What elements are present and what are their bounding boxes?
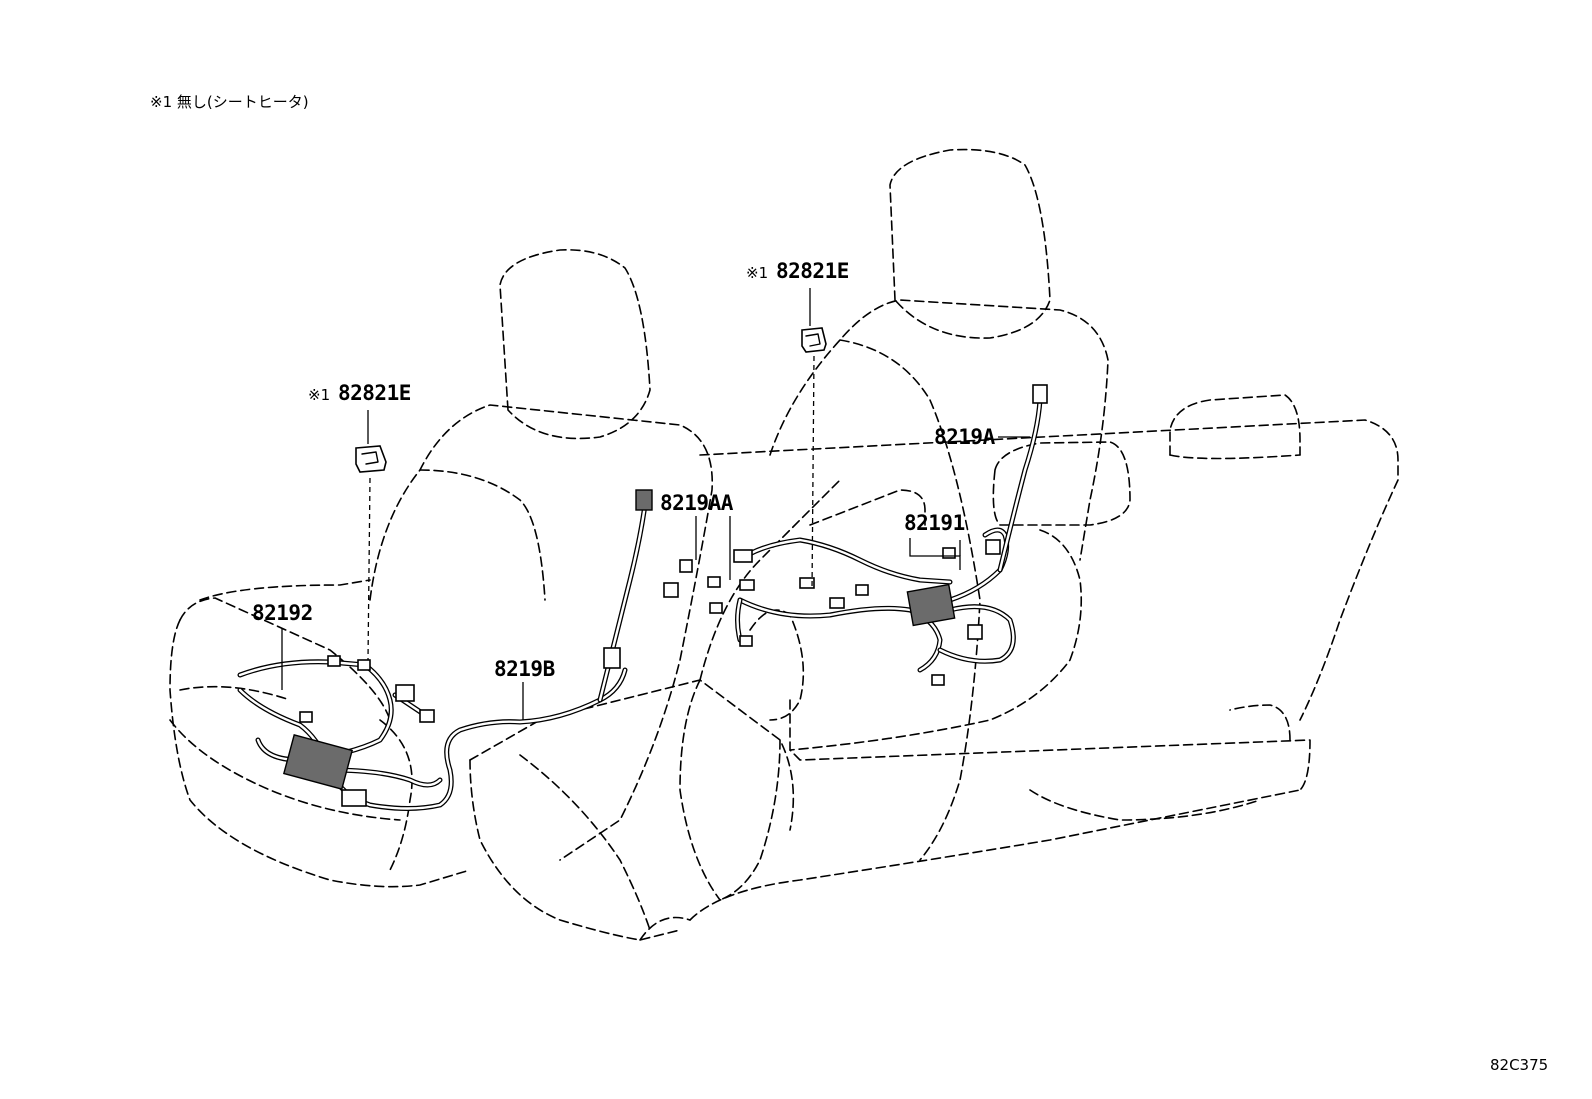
connector-icon xyxy=(1032,384,1048,404)
label-8219AA: 8219AA xyxy=(660,491,734,515)
label-82192: 82192 xyxy=(252,601,313,625)
connector-icon xyxy=(603,647,621,669)
connector-icon xyxy=(709,602,723,614)
label-8219B: 8219B xyxy=(494,657,555,681)
label-82191: 82191 xyxy=(904,511,965,535)
harness-right-seat xyxy=(735,397,1043,673)
connector-icon xyxy=(357,659,371,671)
connector-icon xyxy=(985,539,1001,555)
label-8219A: 8219A xyxy=(934,425,996,449)
connectors-left xyxy=(282,489,653,807)
part-82821E-left xyxy=(355,445,387,661)
connector-icon xyxy=(739,635,753,647)
control-module-left xyxy=(282,734,354,790)
connector-icon xyxy=(663,582,679,598)
connector-icon xyxy=(395,684,415,702)
part-82821E-right xyxy=(801,327,827,591)
note-mark: ※1 xyxy=(308,386,330,404)
connector-icon xyxy=(931,674,945,686)
connector-icon xyxy=(679,559,693,573)
callout-leaders xyxy=(281,288,1030,720)
connector-icon xyxy=(419,709,435,723)
note-mark: ※1 xyxy=(746,264,768,282)
connector-icon xyxy=(299,711,313,723)
connector-icon xyxy=(341,789,367,807)
connector-icon xyxy=(942,547,956,559)
control-module-right xyxy=(906,583,956,627)
connector-icon xyxy=(733,549,753,563)
connector-icon xyxy=(707,576,721,588)
label-82821E-right: 82821E xyxy=(776,259,849,283)
callout-labels: ※1 82821E ※1 82821E 82192 8219B 8219AA 8… xyxy=(252,259,996,681)
label-82821E-left: 82821E xyxy=(338,381,411,405)
connector-icon xyxy=(967,624,983,640)
connector-icon xyxy=(327,655,341,667)
header-note: ※1 無し(シートヒータ) xyxy=(150,93,309,111)
connector-icon xyxy=(799,577,815,589)
rear-bench-outline xyxy=(639,394,1399,941)
diagram-code: 82C375 xyxy=(1490,1056,1548,1074)
right-front-seat-outline xyxy=(469,148,1109,941)
connectors-right xyxy=(663,384,1048,686)
connector-icon xyxy=(855,584,869,596)
connector-icon xyxy=(739,579,755,591)
connector-icon xyxy=(829,597,845,609)
left-front-seat-outline xyxy=(169,249,714,888)
connector-icon xyxy=(635,489,653,511)
